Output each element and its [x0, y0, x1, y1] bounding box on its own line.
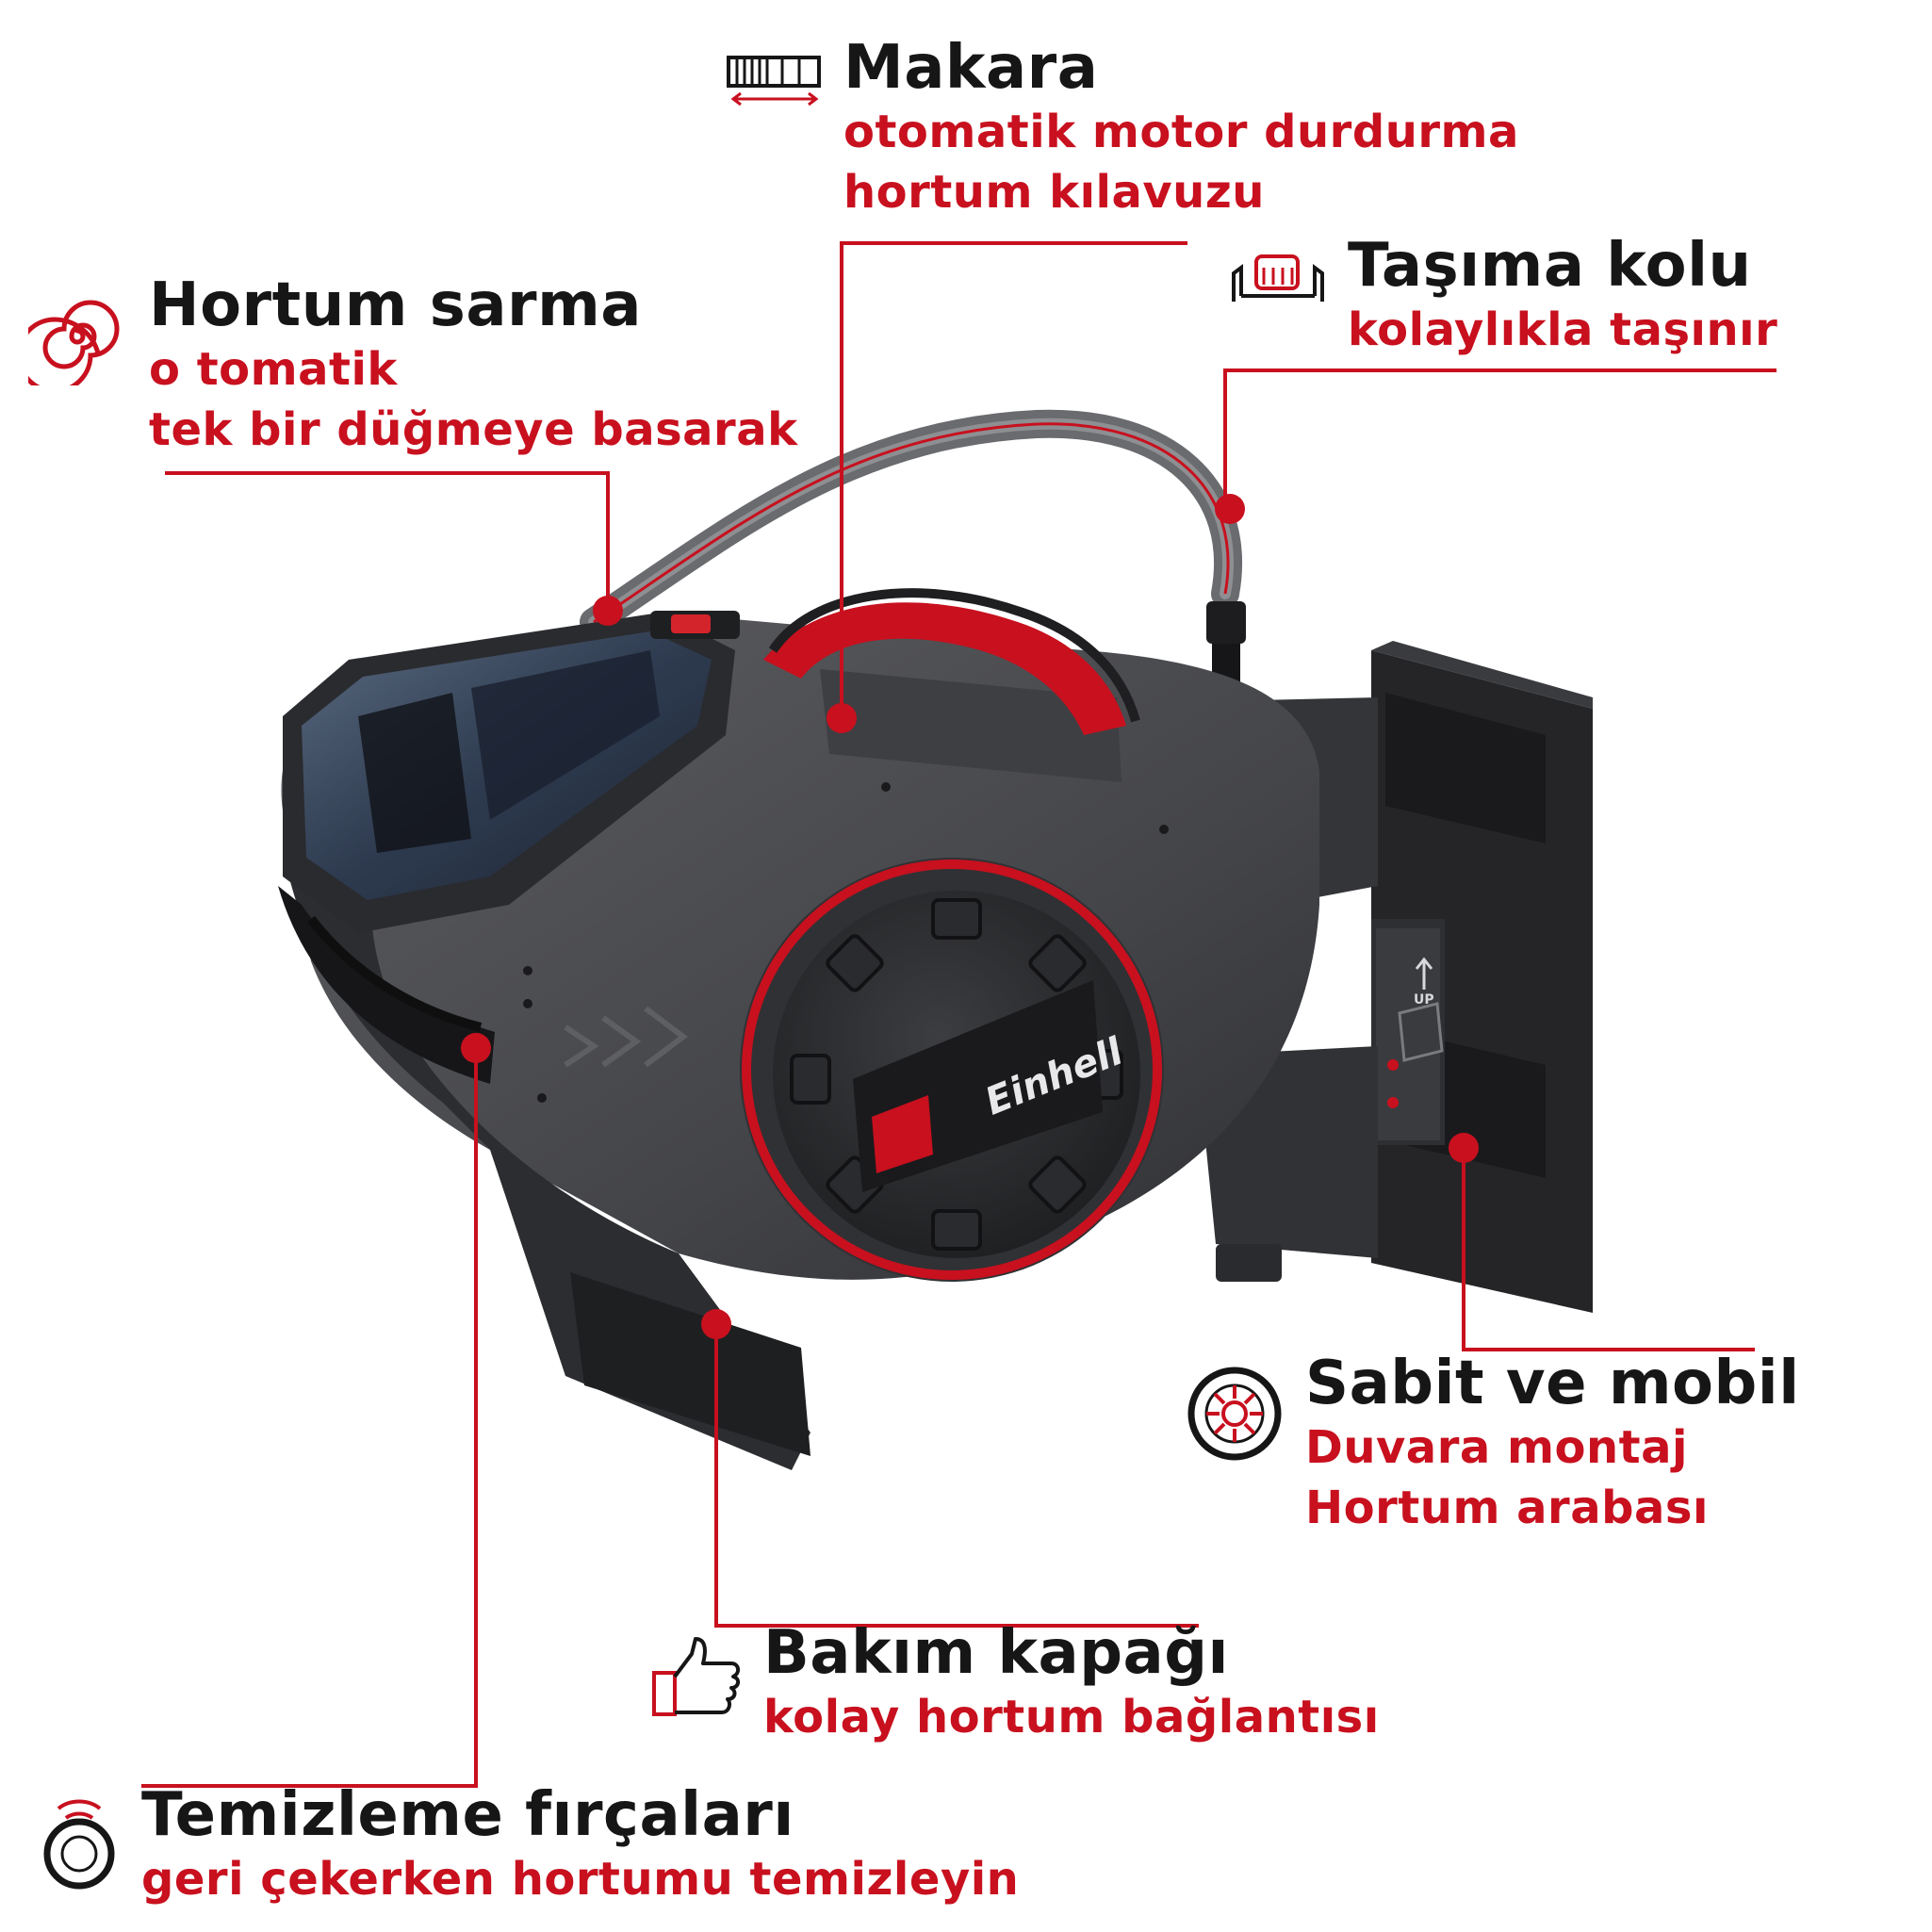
feature-line: kolaylıkla taşınır: [1348, 303, 1778, 356]
feature-title: Hortum sarma: [149, 270, 642, 340]
callout-lines: [141, 241, 1776, 1788]
feature-title: Bakım kapağı: [763, 1618, 1229, 1688]
wheel-icon: [1187, 1367, 1282, 1461]
carry-handle: [763, 588, 1140, 735]
feature-title: Taşıma kolu: [1348, 231, 1752, 301]
feature-line: hortum kılavuzu: [843, 166, 1265, 219]
feature-line: otomatik motor durdurma: [843, 106, 1519, 158]
spiral-icon: [28, 300, 120, 385]
feature-temizleme-fircalari: Temizleme fırçaları geri çekerken hortum…: [141, 1781, 1019, 1909]
feature-line: geri çekerken hortumu temizleyin: [141, 1853, 1020, 1906]
handle-icon: [1232, 254, 1324, 302]
callout-dots: [461, 494, 1479, 1339]
feature-line: tek bir düğmeye basarak: [149, 403, 798, 456]
wall-mount-plate: [1371, 641, 1593, 1313]
ring-icon: [43, 1799, 115, 1890]
feature-bakim-kapagi: Bakım kapağı kolay hortum bağlantısı: [763, 1619, 1380, 1747]
feature-hortum-sarma: Hortum sarma o tomatik tek bir düğmeye b…: [149, 271, 798, 460]
feature-title: Makara: [843, 33, 1099, 103]
battery-compartment: [283, 611, 740, 933]
reel-icon: [727, 56, 821, 106]
feature-line: Hortum arabası: [1305, 1482, 1709, 1534]
feature-makara: Makara otomatik motor durdurma hortum kı…: [843, 34, 1519, 222]
feature-tasima-kolu: Taşıma kolu kolaylıkla taşınır: [1348, 232, 1777, 360]
feature-sabit-ve-mobil: Sabit ve mobil Duvara montaj Hortum arab…: [1305, 1350, 1800, 1538]
thumbs-up-icon: [652, 1637, 740, 1716]
feature-line: Duvara montaj: [1305, 1421, 1688, 1474]
feature-title: Temizleme fırçaları: [141, 1780, 794, 1850]
reel-drum: Einhell: [740, 858, 1164, 1282]
feature-title: Sabit ve mobil: [1305, 1349, 1800, 1418]
side-chevrons: [564, 1006, 688, 1068]
feature-line: o tomatik: [149, 343, 398, 396]
mount-up-label: UP: [1414, 992, 1434, 1007]
feature-line: kolay hortum bağlantısı: [763, 1691, 1380, 1744]
